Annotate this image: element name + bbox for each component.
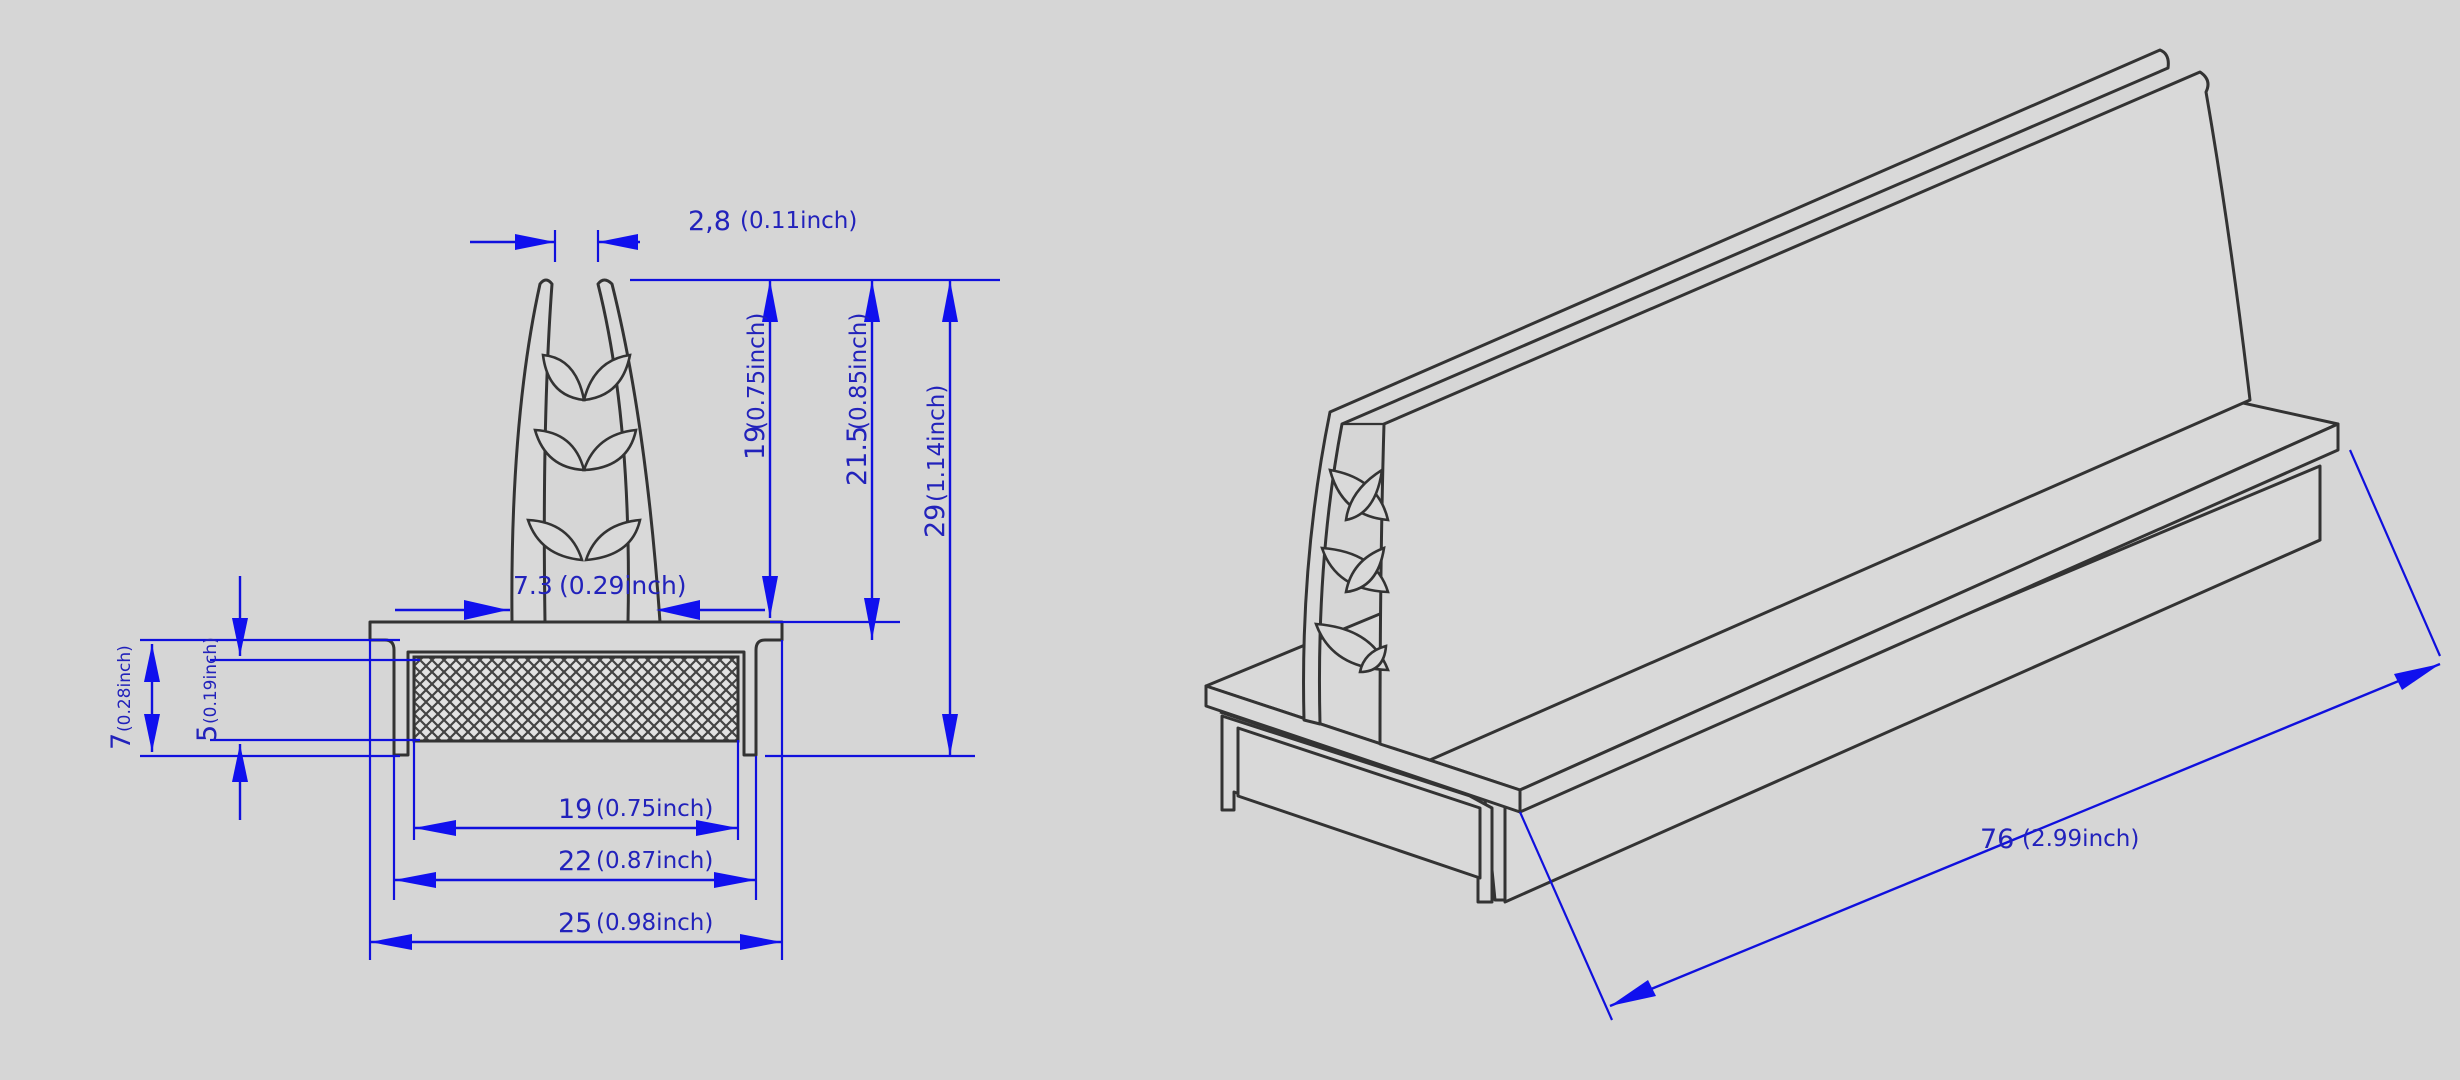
inner-fins: [526, 353, 642, 562]
dim-prong-inner-value: 7.3: [513, 571, 553, 600]
dim-prong-inner-unit: (0.29inch): [559, 571, 687, 600]
dim-height-19-unit: (0.75inch): [744, 313, 770, 430]
dim-height-21-unit: (0.85inch): [846, 313, 872, 430]
dim-width-19-value: 19: [558, 794, 592, 825]
iso-adhesive-face: [1236, 726, 1482, 880]
dim-height-29: 29 (1.14inch): [920, 280, 958, 756]
right-prong: [596, 278, 662, 624]
dim-height-7-unit: (0.28inch): [115, 645, 135, 732]
iso-fins: [1314, 467, 1390, 674]
iso-back-wall: [1378, 70, 2252, 762]
dim-height-21-value: 21.5: [842, 426, 873, 486]
dim-length-76-value: 76: [1980, 824, 2014, 855]
iso-right-side: [1503, 464, 2322, 904]
dim-height-29-value: 29: [920, 504, 951, 538]
iso-plate-side: [1518, 422, 2340, 814]
dim-height-5-unit: (0.19inch): [201, 637, 221, 724]
adhesive-strip: [412, 655, 740, 743]
isometric-view: 76 (2.99inch): [1204, 48, 2442, 1021]
dim-width-22-value: 22: [558, 846, 592, 877]
dim-length-76: 76 (2.99inch): [1518, 449, 2442, 1021]
dim-height-5-value: 5: [192, 725, 223, 742]
dim-width-19-unit: (0.75inch): [596, 796, 713, 822]
dim-width-22: 22 (0.87inch): [394, 846, 756, 888]
dim-height-7: 7 (0.28inch): [106, 644, 160, 752]
dim-width-22-unit: (0.87inch): [596, 848, 713, 874]
dim-height-21: 21.5 (0.85inch): [842, 280, 880, 640]
dim-width-25-unit: (0.98inch): [596, 910, 713, 936]
dim-prong-inner: 7.3 (0.29inch): [395, 571, 765, 620]
dim-top-gap: 2,8 (0.11inch): [470, 206, 857, 262]
dim-height-5: 5 (0.19inch): [192, 576, 248, 820]
dim-top-gap-unit: (0.11inch): [740, 208, 857, 234]
dim-height-19: 19 (0.75inch): [740, 280, 778, 618]
dim-height-29-unit: (1.14inch): [924, 385, 950, 502]
iso-front-wall: [1302, 48, 2170, 726]
cross-section-view: 2,8 (0.11inch) 7.3 (0.29inch) 19 (0.75in…: [106, 206, 1000, 960]
dim-width-25-value: 25: [558, 908, 592, 939]
dim-width-25: 25 (0.98inch): [370, 908, 782, 950]
dim-width-19: 19 (0.75inch): [414, 794, 738, 836]
dim-top-gap-value: 2,8: [688, 206, 731, 237]
dim-height-19-value: 19: [740, 426, 771, 460]
dim-height-7-value: 7: [106, 733, 137, 750]
dim-length-76-unit: (2.99inch): [2022, 826, 2139, 852]
